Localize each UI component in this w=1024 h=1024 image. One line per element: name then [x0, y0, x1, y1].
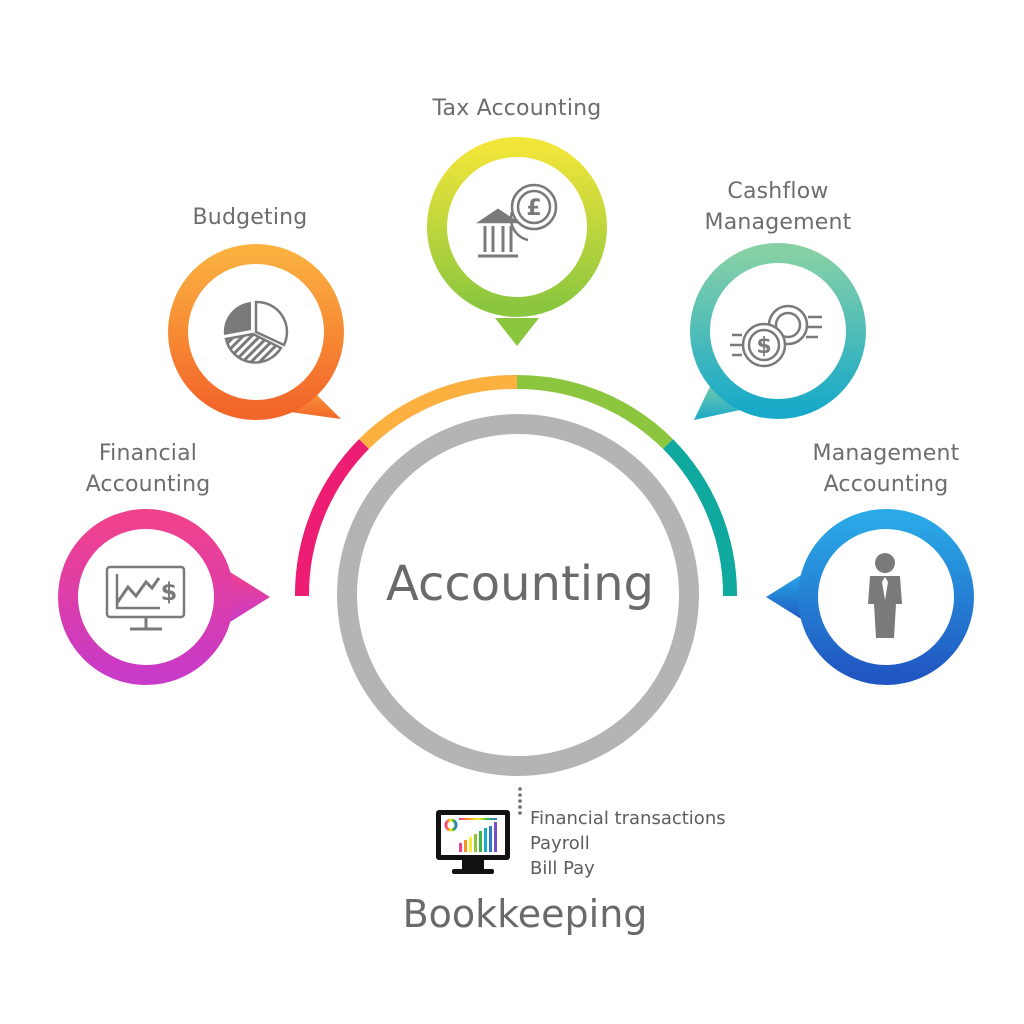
center-ring	[337, 414, 699, 776]
desktop-bar-chart-icon	[436, 810, 510, 874]
bookkeeping-items: Financial transactions Payroll Bill Pay	[530, 806, 726, 881]
node-pointer-financial	[230, 572, 270, 622]
arc-segment-budgeting	[359, 374, 518, 449]
pie-chart-icon	[223, 300, 289, 364]
outer-arc	[294, 374, 738, 597]
node-ring-financial	[58, 509, 234, 685]
svg-text:£: £	[526, 196, 541, 221]
svg-text:$: $	[161, 578, 178, 606]
svg-text:$: $	[756, 334, 771, 359]
node-pointer-management	[766, 572, 806, 622]
dotted-connector	[518, 787, 522, 815]
bookkeeping-title: Bookkeeping	[402, 892, 648, 936]
bookkeeping-item: Bill Pay	[530, 858, 595, 879]
arc-segment-tax	[516, 374, 673, 449]
node-budgeting[interactable]	[168, 244, 344, 420]
bookkeeping-item: Payroll	[530, 833, 590, 854]
monitor-dollar-chart-icon: $	[105, 565, 186, 631]
label-financial-accounting: Financial Accounting	[85, 441, 211, 497]
node-tax-accounting[interactable]: £	[427, 137, 607, 346]
arc-segment-financial	[294, 439, 369, 597]
node-cashflow-management[interactable]: $	[690, 243, 866, 420]
bank-pound-coin-icon: £	[475, 183, 558, 258]
person-icon	[868, 553, 902, 638]
label-budgeting: Budgeting	[192, 205, 308, 230]
node-pointer-cashflow	[694, 378, 740, 420]
bookkeeping-item: Financial transactions	[530, 808, 726, 829]
node-financial-accounting[interactable]: $	[58, 509, 270, 685]
label-cashflow-management: Cashflow Management	[704, 179, 852, 235]
dollar-coins-icon: $	[730, 304, 822, 368]
label-tax-accounting: Tax Accounting	[432, 96, 602, 121]
node-ring-tax	[427, 137, 607, 317]
node-management-accounting[interactable]	[766, 509, 974, 685]
label-management-accounting: Management Accounting	[812, 441, 960, 497]
arc-segment-management	[663, 439, 738, 597]
node-pointer-tax	[495, 318, 539, 346]
center-title: Accounting	[385, 556, 655, 612]
